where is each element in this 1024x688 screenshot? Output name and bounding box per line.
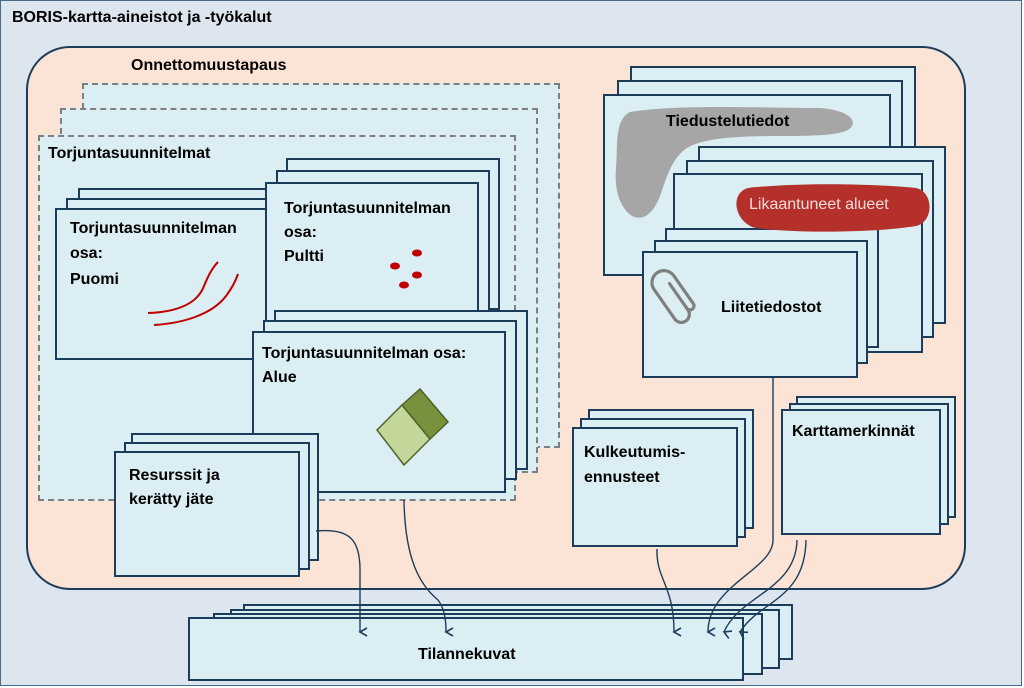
arrow-area-to-situation — [403, 499, 454, 637]
area-line1: Torjuntasuunnitelman osa: — [262, 345, 467, 362]
boom-line1: Torjuntasuunnitelman — [70, 220, 237, 237]
contaminated-label: Likaantuneet alueet — [749, 196, 889, 213]
bolt-line3: Pultti — [284, 248, 324, 265]
arrow-markings-to-situation-1 — [722, 539, 798, 639]
resources-line1: Resurssit ja — [129, 467, 220, 484]
arrow-drift-to-situation — [656, 548, 682, 637]
bolt-plan-card[interactable]: Torjuntasuunnitelman osa: Pultti — [265, 182, 479, 334]
area-line2: Alue — [262, 369, 297, 386]
diagram-title: BORIS-kartta-aineistot ja -työkalut — [12, 9, 272, 26]
paperclip-icon — [650, 269, 696, 324]
boom-line2: osa: — [70, 245, 103, 262]
drift-line2: ennusteet — [584, 469, 660, 486]
drift-line1: Kulkeutumis- — [584, 444, 686, 461]
bolt-line2: osa: — [284, 224, 317, 241]
arrow-resources-to-situation — [315, 529, 368, 637]
drift-forecast-card[interactable]: Kulkeutumis- ennusteet — [572, 427, 738, 547]
intel-label: Tiedustelutiedot — [666, 113, 790, 130]
contaminated-area-shape — [736, 184, 930, 232]
boom-line-2 — [153, 273, 239, 326]
arrow-markings-to-situation-2 — [738, 539, 807, 640]
area-polygon-dark — [400, 387, 450, 441]
situation-label: Tilannekuvat — [418, 646, 516, 663]
markings-label: Karttamerkinnät — [792, 423, 915, 440]
bolt-dot-1 — [412, 249, 422, 257]
situation-picture-card[interactable] — [188, 617, 744, 681]
bolt-line1: Torjuntasuunnitelman — [284, 200, 451, 217]
bolt-dot-3 — [412, 271, 422, 279]
resources-line2: kerätty jäte — [129, 491, 214, 508]
intel-area-shape — [615, 107, 853, 218]
bolt-dot-4 — [399, 281, 409, 289]
boom-line-1 — [147, 261, 219, 314]
arrow-attachments-to-situation — [706, 378, 774, 637]
attachments-label: Liitetiedostot — [721, 299, 822, 316]
plans-label: Torjuntasuunnitelmat — [48, 145, 211, 162]
attachments-card[interactable] — [642, 251, 858, 378]
resources-card[interactable]: Resurssit ja kerätty jäte — [114, 451, 300, 577]
bolt-dot-2 — [390, 262, 400, 270]
incident-label: Onnettomuustapaus — [131, 57, 287, 74]
map-markings-card[interactable]: Karttamerkinnät — [781, 409, 941, 535]
boom-line3: Puomi — [70, 271, 119, 288]
